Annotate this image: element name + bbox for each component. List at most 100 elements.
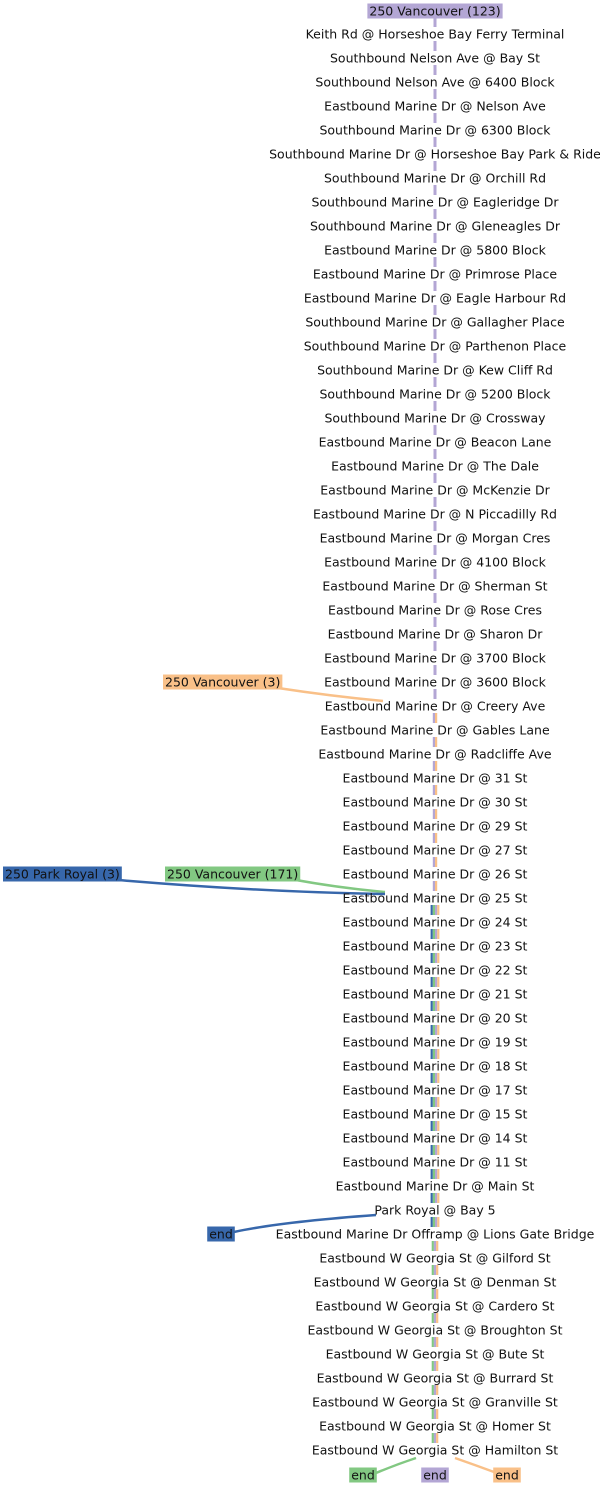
stop-label: Eastbound W Georgia St @ Burrard St (317, 1371, 554, 1386)
stop-label: Eastbound W Georgia St @ Granville St (312, 1395, 558, 1410)
stop-label: Southbound Marine Dr @ Orchill Rd (324, 171, 546, 186)
trunk-segment-24 (433, 593, 437, 603)
trunk-segment-58-r123 (433, 1409, 437, 1419)
trunk-segment-41-r3 (437, 1001, 440, 1011)
trunk-segment-58-r3 (436, 1409, 439, 1419)
trunk-segment-49-pr3 (430, 1193, 433, 1203)
trunk-segment-42-r3 (437, 1025, 440, 1035)
trunk-segment-34-r123 (432, 833, 435, 843)
trunk-segment-51-r123 (433, 1241, 437, 1251)
trunk-segment-52-r171 (431, 1265, 434, 1275)
stop-label: Eastbound Marine Dr @ 21 St (343, 987, 528, 1002)
trunk-segment-23 (433, 569, 437, 579)
trunk-segment-41-r123 (435, 1001, 438, 1011)
stop-label: Southbound Marine Dr @ 5200 Block (319, 387, 551, 402)
trunk-segment-53-r123 (433, 1289, 437, 1299)
end-connector-pr3 (233, 1213, 377, 1234)
end-label-r171-bg (349, 1467, 377, 1483)
stop-label: Keith Rd @ Horseshoe Bay Ferry Terminal (306, 27, 565, 42)
stop-label: Eastbound Marine Dr @ Gables Lane (320, 723, 550, 738)
stop-layer: Keith Rd @ Horseshoe Bay Ferry TerminalS… (269, 27, 600, 1458)
stop-label: Eastbound Marine Dr @ Rose Cres (328, 603, 542, 618)
stop-label: Eastbound Marine Dr @ 11 St (343, 1155, 528, 1170)
stop-label: Eastbound Marine Dr @ Sherman St (322, 579, 547, 594)
trunk-segment-38-r3 (437, 929, 440, 939)
route-label-r171: 250 Vancouver (171) (165, 866, 301, 882)
route-label-r123-text: 250 Vancouver (123) (369, 4, 500, 19)
trunk-segment-21 (433, 521, 437, 531)
stop-label: Eastbound Marine Dr @ 29 St (343, 819, 528, 834)
trunk-segment-0 (433, 18, 437, 27)
trunk-segment-38-pr3 (430, 929, 433, 939)
end-label-r123-text: end (423, 1468, 447, 1483)
trunk-segment-30-r123 (432, 737, 435, 747)
stop-label: Eastbound Marine Dr @ 17 St (343, 1083, 528, 1098)
trunk-segment-26 (433, 641, 437, 651)
trunk-segment-47-r171 (432, 1145, 435, 1155)
stop-label: Eastbound Marine Dr @ 14 St (343, 1131, 528, 1146)
trunk-segment-43-r123 (435, 1049, 438, 1059)
route-label-pr3: 250 Park Royal (3) (3, 866, 122, 882)
trunk-segment-39-pr3 (430, 953, 433, 963)
connector-r171 (295, 878, 386, 894)
trunk-segment-19 (433, 473, 437, 483)
trunk-segment-30-r3 (435, 737, 438, 747)
trunk-segment-42-pr3 (430, 1025, 433, 1035)
stop-label: Eastbound Marine Dr @ 18 St (343, 1059, 528, 1074)
trunk-segment-42-r123 (435, 1025, 438, 1035)
trunk-segment-59-r123 (433, 1433, 437, 1443)
trunk-segment-46-r171 (432, 1121, 435, 1131)
stop-label: Eastbound Marine Dr @ Main St (336, 1179, 535, 1194)
trunk-segment-49-r123 (435, 1193, 438, 1203)
route-label-r3-bg (163, 674, 283, 690)
end-label-r3-text: end (495, 1468, 519, 1483)
trunk-segment-31-r123 (432, 761, 435, 771)
stop-label: Eastbound Marine Dr Offramp @ Lions Gate… (276, 1227, 595, 1242)
trunk-segment-57-r123 (433, 1385, 437, 1395)
trunk-segment-38-r171 (432, 929, 435, 939)
stop-label: Eastbound Marine Dr @ N Piccadilly Rd (313, 507, 557, 522)
stop-label: Eastbound Marine Dr @ 4100 Block (324, 555, 547, 570)
trunk-segment-54-r3 (436, 1313, 439, 1323)
end-label-r171-text: end (351, 1468, 375, 1483)
stop-label: Eastbound W Georgia St @ Gilford St (319, 1251, 550, 1266)
trunk-segment-45-r171 (432, 1097, 435, 1107)
trunk-segment-54-r123 (433, 1313, 437, 1323)
trunk-segment-46-r123 (435, 1121, 438, 1131)
trunk-segment-47-r123 (435, 1145, 438, 1155)
trunk-segment-37-pr3 (430, 905, 433, 915)
trunk-segment-51-r3 (436, 1241, 439, 1251)
stop-label: Park Royal @ Bay 5 (374, 1203, 495, 1218)
trunk-segment-55-r123 (433, 1337, 437, 1347)
trunk-segment-25 (433, 617, 437, 627)
trunk-segment-53-r3 (436, 1289, 439, 1299)
stop-label: Eastbound Marine Dr @ Nelson Ave (324, 99, 546, 114)
trunk-segment-53-r171 (431, 1289, 434, 1299)
end-connector-r171 (375, 1456, 417, 1475)
trunk-segment-57-r171 (431, 1385, 434, 1395)
stop-label: Southbound Marine Dr @ Eagleridge Dr (311, 195, 559, 210)
trunk-segment-32-r3 (435, 785, 438, 795)
trunk-segment-35-r3 (435, 857, 438, 867)
trunk-segment-59-r171 (431, 1433, 434, 1443)
trunk-segment-29-r3 (435, 713, 438, 723)
trunk-segment-56-r123 (433, 1361, 437, 1371)
stop-label: Southbound Nelson Ave @ 6400 Block (315, 75, 555, 90)
route-label-r171-bg (165, 866, 301, 882)
trunk-segment-40-r123 (435, 977, 438, 987)
trunk-segment-10 (433, 257, 437, 267)
trunk-segment-6 (433, 161, 437, 171)
trunk-segment-38-r123 (435, 929, 438, 939)
label-layer: 250 Vancouver (123)250 Vancouver (3)250 … (3, 3, 521, 1483)
trunk-segment-35-r123 (432, 857, 435, 867)
stop-label: Eastbound Marine Dr @ Beacon Lane (319, 435, 552, 450)
trunk-segment-36-r3 (435, 881, 438, 891)
trunk-segment-13 (433, 329, 437, 339)
connector-pr3 (117, 878, 386, 896)
trunk-segment-43-r3 (437, 1049, 440, 1059)
trunk-segment-40-r171 (432, 977, 435, 987)
trunk-segment-48-r123 (435, 1169, 438, 1179)
stop-label: Eastbound W Georgia St @ Broughton St (307, 1323, 562, 1338)
stop-label: Eastbound W Georgia St @ Denman St (314, 1275, 557, 1290)
trunk-segment-43-pr3 (430, 1049, 433, 1059)
